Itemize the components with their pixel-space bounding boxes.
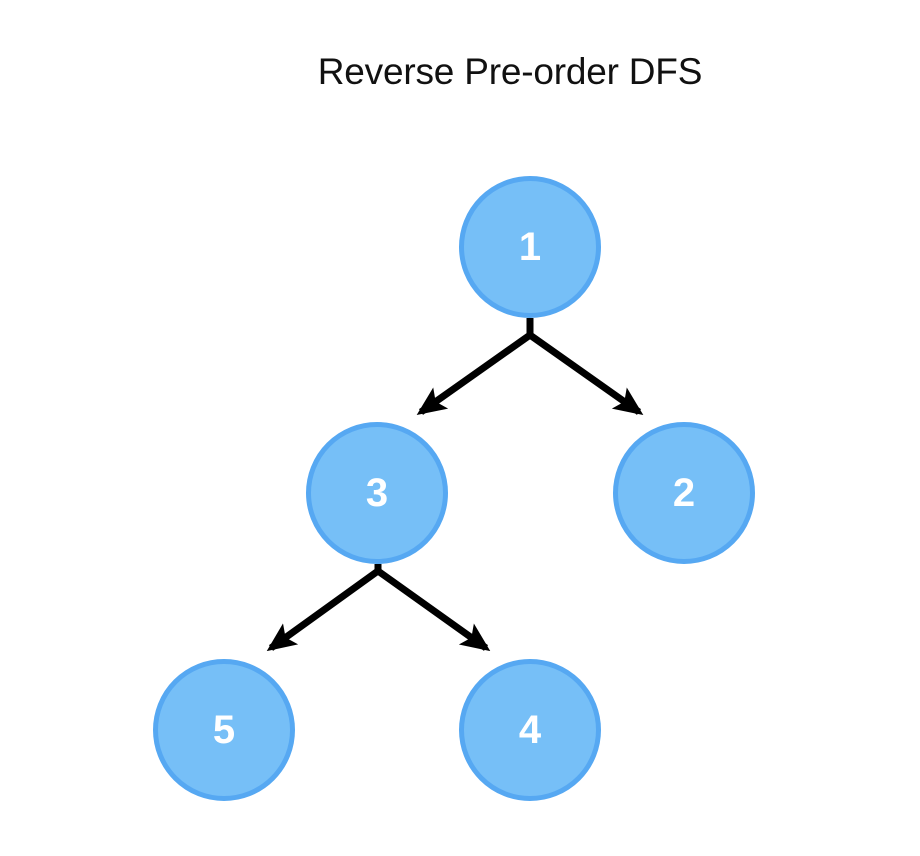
tree-node-label: 4 (518, 708, 542, 752)
tree-node-2[interactable]: 2 (613, 422, 755, 564)
tree-node-label: 3 (365, 471, 389, 515)
tree-node-4[interactable]: 4 (459, 659, 601, 801)
edge-1-to-3 (416, 318, 534, 416)
tree-node-5[interactable]: 5 (153, 659, 295, 801)
edge-3-to-5 (266, 564, 382, 652)
tree-node-3[interactable]: 3 (306, 422, 448, 564)
tree-node-1[interactable]: 1 (459, 176, 601, 318)
diagram-title-text: Reverse Pre-order DFS (317, 51, 703, 92)
edge-1-to-2 (526, 318, 644, 416)
diagram-title: Reverse Pre-order DFS (0, 46, 920, 98)
tree-node-label: 2 (672, 471, 696, 515)
edge-3-to-4 (374, 564, 491, 652)
tree-node-label: 1 (518, 225, 542, 269)
tree-node-label: 5 (212, 708, 236, 752)
